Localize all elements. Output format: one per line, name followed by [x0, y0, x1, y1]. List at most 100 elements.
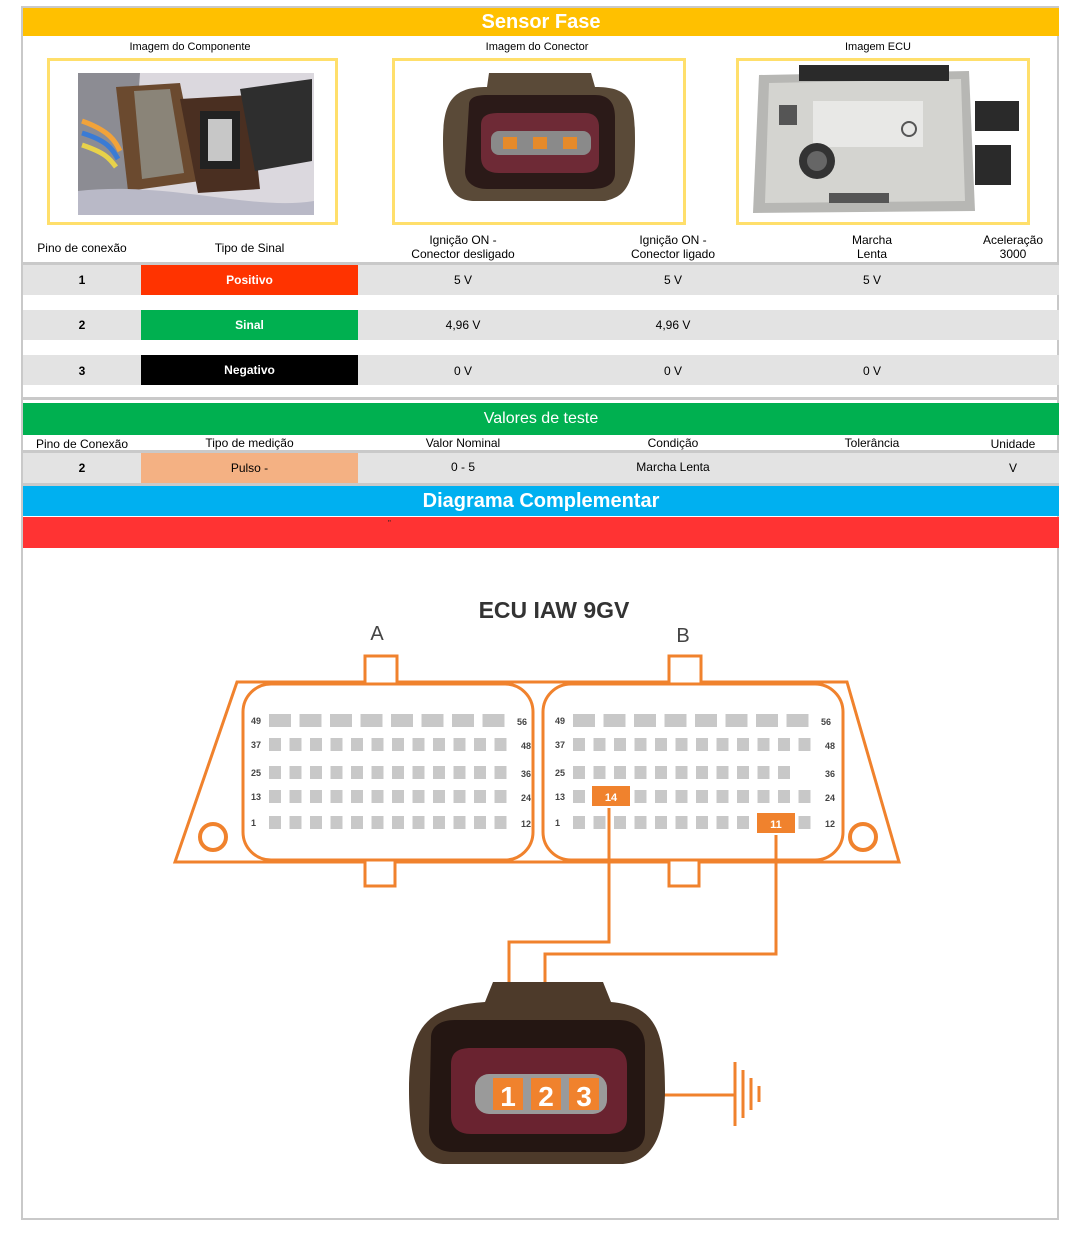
connector-pin-label: 2 — [538, 1081, 554, 1112]
ecu-pin — [330, 790, 343, 803]
ecu-pin — [786, 714, 809, 727]
ecu-pin — [269, 790, 281, 803]
ecu-pin — [433, 766, 445, 779]
block-a-top-key — [363, 654, 399, 686]
ecu-pin — [655, 738, 667, 751]
ecu-pin — [798, 790, 811, 803]
ecu-pin — [655, 766, 667, 779]
mount-hole-left — [198, 822, 228, 852]
ecu-pin — [778, 766, 790, 779]
ecu-pin — [675, 790, 688, 803]
ecu-pin-14-label: 14 — [605, 792, 618, 804]
ecu-pin — [289, 816, 302, 829]
pin-row-end-label: 24 — [825, 793, 835, 803]
block-b-connector — [541, 682, 845, 862]
ecu-pin — [573, 714, 595, 727]
pin-row-start-label: 13 — [555, 792, 565, 802]
ecu-pin — [371, 816, 384, 829]
ecu-pin — [634, 714, 656, 727]
connector-pin-2 — [531, 1078, 561, 1110]
pin-row-start-label: 1 — [251, 818, 256, 828]
ecu-pin — [482, 714, 505, 727]
ecu-image-label: Imagem ECU — [844, 41, 912, 53]
ecu-pin — [737, 766, 749, 779]
ecu-pin — [433, 738, 445, 751]
ecu-pin — [453, 766, 466, 779]
ecu-pin — [391, 714, 413, 727]
ecu-pin — [696, 790, 708, 803]
ign-off-value: 0 V — [453, 364, 472, 378]
ign-on-value: 0 V — [663, 364, 682, 378]
ecu-pin — [494, 766, 507, 779]
block-b-bottom-key — [667, 856, 701, 888]
ecu-pin — [634, 766, 647, 779]
pin-row-end-label: 56 — [517, 717, 527, 727]
ecu-pin-11-label: 11 — [770, 819, 782, 831]
ecu-pin — [351, 816, 363, 829]
ecu-pin — [716, 766, 729, 779]
ecu-pin — [737, 816, 749, 829]
ecu-pin-14-highlight — [592, 786, 630, 806]
ecu-pin — [798, 738, 811, 751]
ecu-pin — [757, 790, 770, 803]
pin-row-start-label: 37 — [251, 740, 261, 750]
ecu-pin — [310, 790, 322, 803]
ecu-pin — [798, 816, 811, 829]
ecu-pin — [614, 766, 626, 779]
ecu-pin — [453, 738, 466, 751]
ecu-pin — [737, 738, 749, 751]
ign-off-value: 4,96 V — [445, 318, 481, 332]
ecu-pin — [289, 766, 302, 779]
ecu-pin — [696, 766, 708, 779]
block-a-label: A — [370, 623, 384, 645]
ign-on-value: 5 V — [663, 273, 682, 287]
ecu-pin — [392, 816, 404, 829]
ecu-pin — [494, 816, 507, 829]
ecu-pin — [269, 816, 281, 829]
ecu-pin — [593, 816, 606, 829]
ecu-pin — [269, 766, 281, 779]
ecu-pin — [330, 714, 352, 727]
ecu-pin — [392, 790, 404, 803]
ecu-pin — [433, 790, 445, 803]
pin-row-end-label: 12 — [521, 819, 531, 829]
connector-pin-3 — [569, 1078, 599, 1110]
diagram-title: Diagrama Complementar — [23, 486, 1059, 516]
ecu-pin — [299, 714, 322, 727]
col-header-pin: Pino de conexão — [37, 241, 127, 255]
ecu-pin — [757, 738, 770, 751]
ecu-pin — [716, 790, 729, 803]
page-frame — [21, 6, 1059, 1220]
test-col-condition: Condição — [647, 436, 699, 450]
ecu-pin — [778, 790, 790, 803]
pin-row-end-label: 24 — [521, 793, 531, 803]
ecu-pin — [412, 790, 425, 803]
table-divider — [23, 450, 1059, 453]
ecu-pin — [474, 790, 486, 803]
unit-value: V — [1008, 461, 1017, 475]
ecu-pin — [634, 790, 647, 803]
ecu-pin — [371, 766, 384, 779]
signal-type-badge: Negativo — [141, 355, 358, 385]
ecu-pin — [695, 714, 717, 727]
ecu-pin — [453, 790, 466, 803]
connector-pin-label: 1 — [500, 1081, 516, 1112]
table-divider — [23, 262, 1059, 265]
ecu-pin — [330, 738, 343, 751]
col-header-ign-on: Ignição ON - Conector ligado — [630, 233, 716, 261]
measurement-type-badge: Pulso - — [141, 453, 358, 483]
ecu-pin — [634, 816, 647, 829]
ecu-pin — [756, 714, 778, 727]
ecu-pin — [412, 816, 425, 829]
test-col-tolerance: Tolerância — [844, 436, 900, 450]
ecu-pin — [603, 714, 626, 727]
pin-row-end-label: 48 — [825, 741, 835, 751]
ecu-pin — [351, 790, 363, 803]
ecu-pin — [351, 766, 363, 779]
pin-number: 2 — [78, 461, 86, 475]
ecu-pin — [360, 714, 383, 727]
ign-off-value: 5 V — [453, 273, 472, 287]
pin-row-start-label: 13 — [251, 792, 261, 802]
ecu-pin — [716, 738, 729, 751]
